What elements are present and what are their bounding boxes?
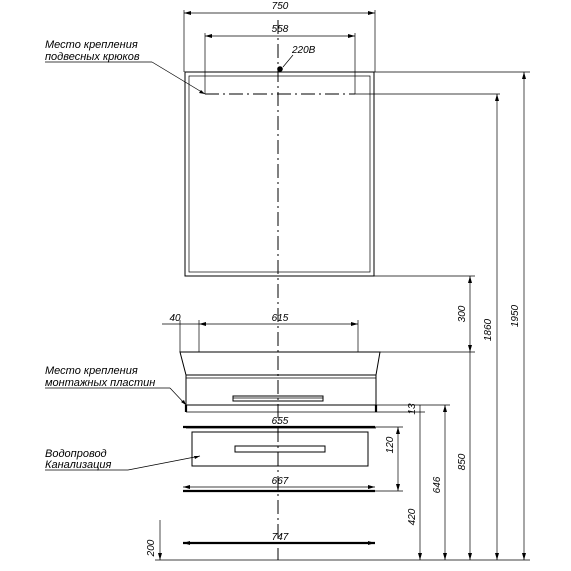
mirror-cabinet: [184, 71, 375, 277]
label-220v: 220В: [291, 45, 316, 56]
dim-646: [376, 404, 450, 560]
hooks-label-1: Место крепления: [45, 39, 138, 51]
label-120: 120: [385, 436, 396, 453]
label-667: 667: [272, 476, 289, 487]
plates-label-2: монтажных пластин: [45, 377, 155, 389]
plates-label-1: Место крепления: [45, 365, 138, 377]
pipes-label-2: Канализация: [45, 459, 111, 471]
label-1860: 1860: [483, 318, 494, 341]
hooks-label-2: подвесных крюков: [45, 51, 140, 63]
plates-leader: [45, 387, 187, 406]
dim-747: [183, 541, 375, 545]
dim-13: [376, 405, 425, 413]
dim-120: [375, 426, 403, 492]
label-13: 13: [407, 403, 418, 415]
hooks-leader: [45, 61, 206, 95]
dim-615: [199, 322, 358, 326]
dim-667: [183, 485, 375, 489]
dim-420: [418, 412, 422, 560]
label-615: 615: [272, 313, 289, 324]
power-outlet-icon: [277, 66, 283, 72]
label-420: 420: [407, 508, 418, 525]
label-747: 747: [272, 532, 289, 543]
label-200: 200: [146, 539, 157, 557]
label-558: 558: [272, 24, 289, 35]
label-850: 850: [457, 453, 468, 470]
vanity-drawer-top: [185, 374, 377, 406]
pipes-leader: [45, 455, 201, 471]
dim-300: [374, 275, 475, 353]
label-40: 40: [169, 313, 181, 324]
dim-558: [204, 33, 356, 94]
washbasin: [179, 320, 381, 376]
label-655: 655: [272, 416, 289, 427]
label-1950: 1950: [510, 304, 521, 327]
dim-750: [183, 10, 376, 72]
label-750: 750: [272, 1, 289, 12]
dim-850: [468, 352, 472, 560]
pipes-label-1: Водопровод: [45, 448, 107, 460]
label-300: 300: [457, 305, 468, 322]
plumbing-zone: [191, 431, 369, 467]
dim-40: [162, 320, 199, 352]
label-646: 646: [432, 476, 443, 493]
dim-1950: [522, 72, 526, 560]
dim-1860: [495, 94, 499, 560]
power-leader: [282, 54, 294, 68]
